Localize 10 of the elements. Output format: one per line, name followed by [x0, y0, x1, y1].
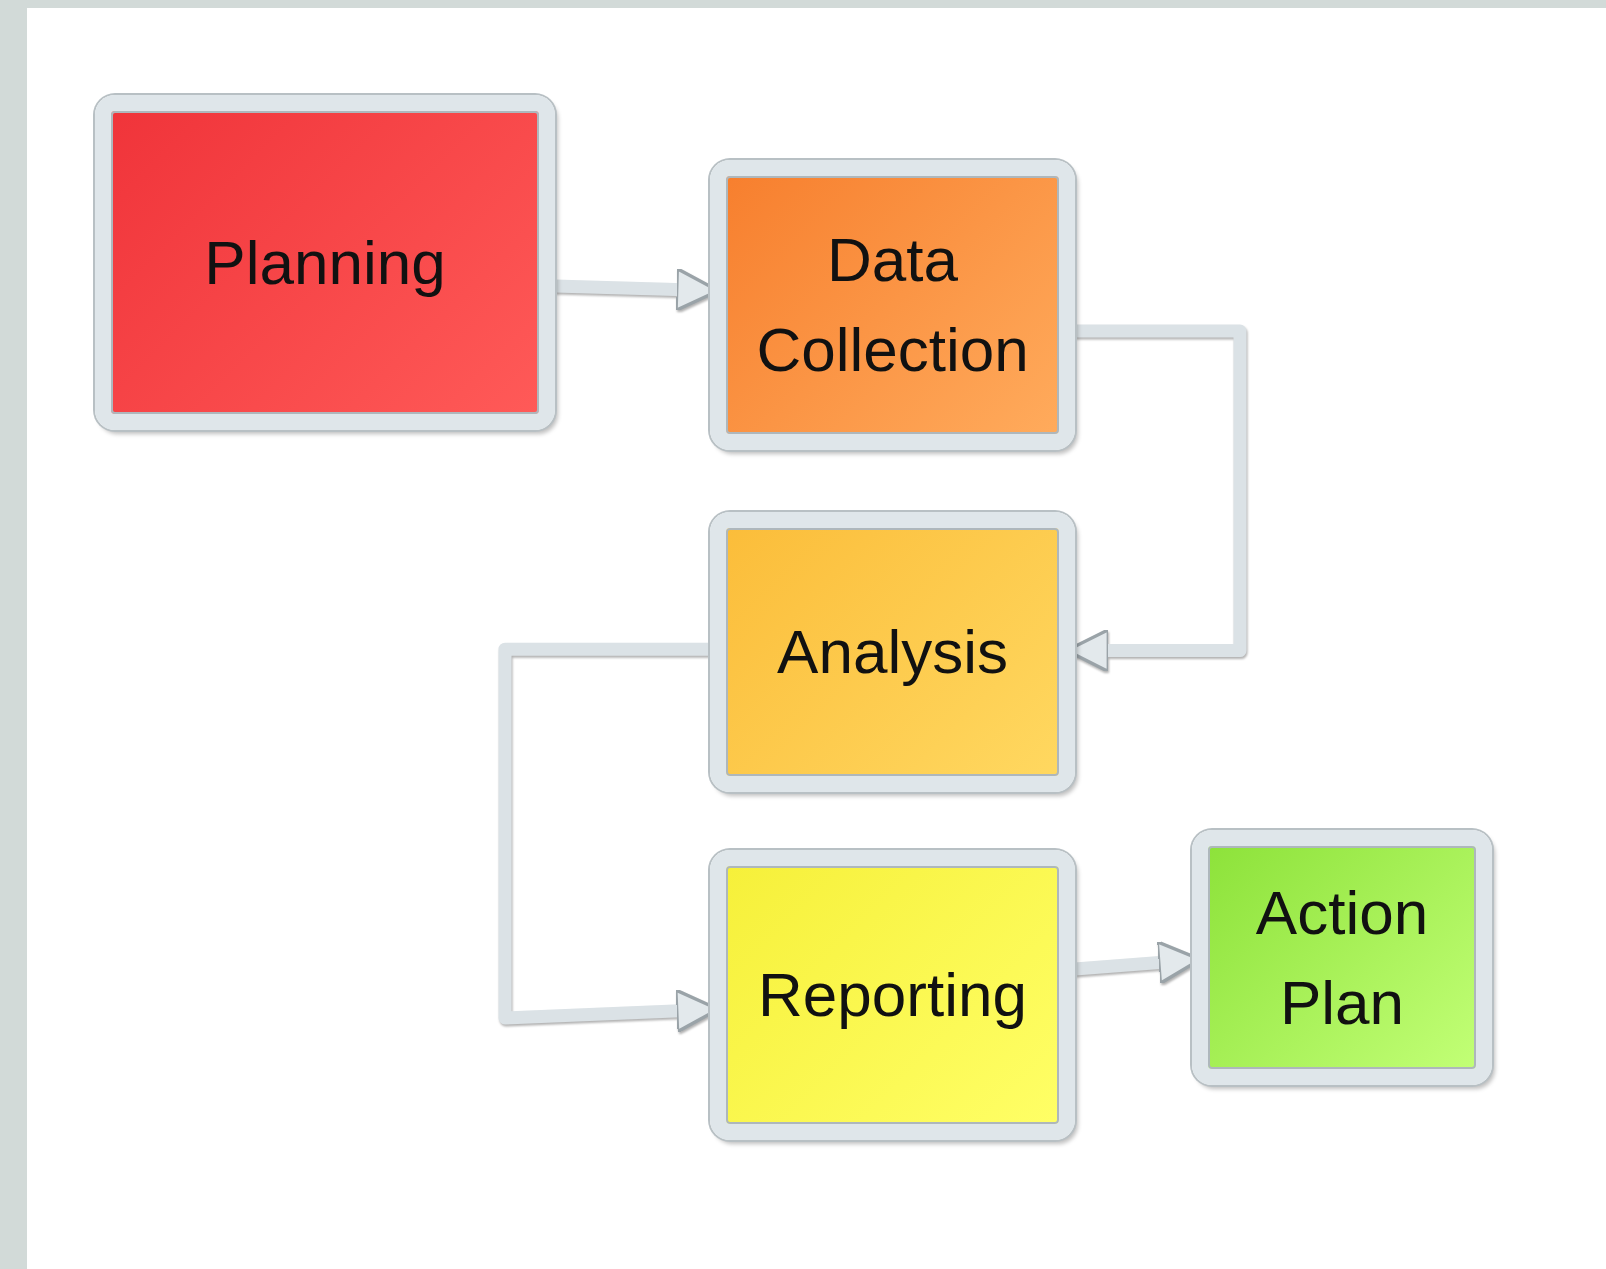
process-box: [1192, 830, 1492, 1085]
step-label: Action Plan: [1254, 876, 1430, 1039]
step-label: Data Collection: [755, 224, 1030, 386]
step-label: Analysis: [776, 616, 1009, 689]
process-box: [710, 512, 1075, 792]
process-box: [95, 95, 555, 430]
process-box: [710, 850, 1075, 1140]
step-label: Reporting: [757, 959, 1028, 1032]
step-label: Planning: [203, 226, 447, 299]
process-box: [710, 160, 1075, 450]
